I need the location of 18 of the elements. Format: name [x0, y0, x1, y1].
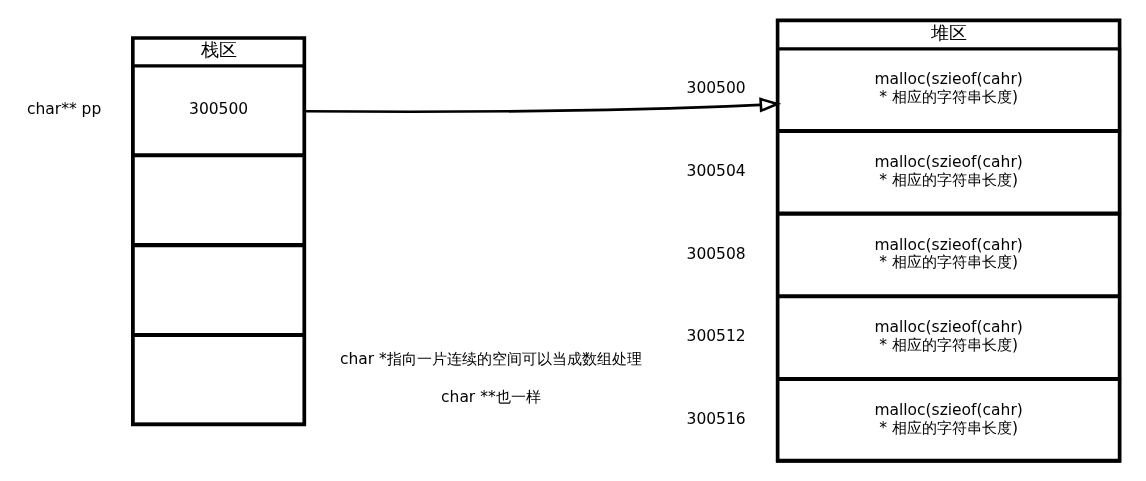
node-box: malloc(szieof(cahr) * 相应的字符串长度)	[776, 377, 1122, 463]
node-box	[131, 154, 306, 247]
node-box: malloc(szieof(cahr) * 相应的字符串长度)	[776, 129, 1122, 215]
node-label: 300504	[686, 161, 746, 180]
node-label: 300508	[686, 244, 746, 263]
node-box	[131, 244, 306, 337]
node-label: 300500	[686, 79, 746, 98]
node-label: char** pp	[26, 99, 102, 118]
node-box	[131, 334, 306, 426]
node-box: malloc(szieof(cahr) * 相应的字符串长度)	[776, 47, 1122, 132]
node-box: 300500	[131, 64, 306, 157]
label: char *指向一片连续的空间可以当成数组处理	[339, 349, 642, 368]
node-box: malloc(szieof(cahr) * 相应的字符串长度)	[776, 295, 1122, 380]
arrow	[304, 97, 782, 114]
node-box: malloc(szieof(cahr) * 相应的字符串长度)	[776, 212, 1122, 298]
label: char **也一样	[441, 388, 541, 407]
node-label: 300516	[686, 409, 746, 428]
node-label: 300512	[686, 327, 746, 346]
